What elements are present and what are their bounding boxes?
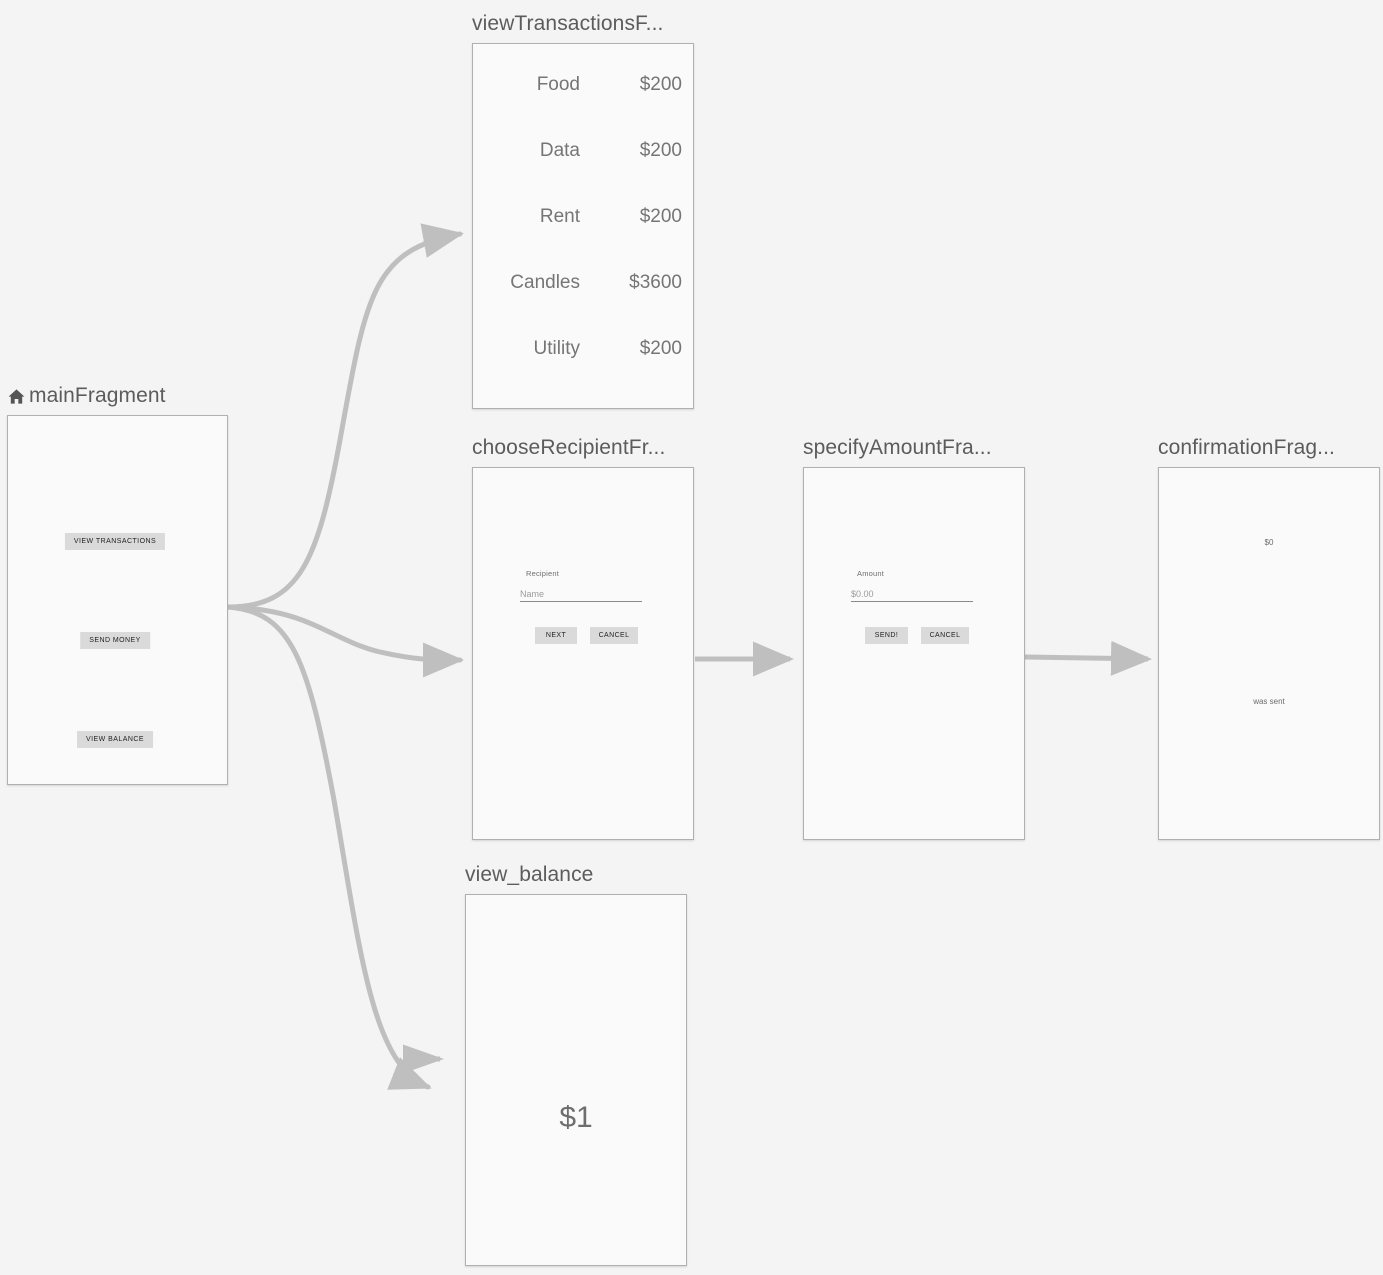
- transaction-amount: $200: [639, 338, 682, 359]
- transaction-name: Utility: [533, 338, 580, 359]
- confirmation-message: was sent: [1253, 697, 1285, 706]
- transaction-list: Food $200 Data $200 Rent $200 Candles $3…: [473, 74, 693, 404]
- next-button[interactable]: NEXT: [535, 627, 577, 644]
- node-label-confirmation-fragment: confirmationFrag...: [1158, 436, 1335, 459]
- device-frame-choose-recipient[interactable]: Recipient Name NEXT CANCEL: [472, 467, 694, 840]
- device-frame-specify-amount[interactable]: Amount $0.00 SEND! CANCEL: [803, 467, 1025, 840]
- transaction-amount: $200: [639, 140, 682, 161]
- transaction-row: Food $200: [473, 74, 693, 140]
- send-money-button[interactable]: SEND MONEY: [80, 632, 150, 649]
- node-label-view-balance-fragment: view_balance: [465, 863, 594, 886]
- connector-main-to-view-balance: [225, 604, 432, 1090]
- connector-specify-amount-to-confirmation: [1024, 640, 1152, 676]
- recipient-field-label: Recipient: [526, 569, 560, 578]
- transaction-amount: $200: [639, 206, 682, 227]
- transaction-name: Rent: [539, 206, 580, 227]
- device-frame-view-transactions[interactable]: Food $200 Data $200 Rent $200 Candles $3…: [472, 43, 694, 409]
- node-view-balance-fragment[interactable]: view_balance $1: [465, 864, 687, 1266]
- amount-input[interactable]: $0.00: [851, 589, 973, 602]
- view-transactions-button[interactable]: VIEW TRANSACTIONS: [64, 533, 166, 550]
- transaction-amount: $200: [639, 74, 682, 95]
- send-button[interactable]: SEND!: [865, 627, 908, 644]
- amount-field-label: Amount: [857, 569, 885, 578]
- node-label-specify-amount-fragment: specifyAmountFra...: [803, 436, 992, 459]
- node-specify-amount-fragment[interactable]: specifyAmountFra... Amount $0.00 SEND! C…: [803, 437, 1025, 840]
- connector-main-to-choose-recipient: [225, 604, 464, 678]
- balance-amount: $1: [559, 1101, 593, 1134]
- node-choose-recipient-fragment[interactable]: chooseRecipientFr... Recipient Name NEXT…: [472, 437, 694, 840]
- transaction-row: Candles $3600: [473, 272, 693, 338]
- transaction-name: Food: [536, 74, 580, 95]
- node-main-fragment[interactable]: mainFragment VIEW TRANSACTIONS SEND MONE…: [7, 385, 228, 785]
- transaction-row: Data $200: [473, 140, 693, 206]
- transaction-name: Data: [539, 140, 580, 161]
- device-frame-main-fragment[interactable]: VIEW TRANSACTIONS SEND MONEY VIEW BALANC…: [7, 415, 228, 785]
- home-icon: [7, 387, 26, 406]
- transaction-name: Candles: [510, 272, 580, 293]
- cancel-button[interactable]: CANCEL: [590, 627, 638, 644]
- transaction-amount: $3600: [629, 272, 682, 293]
- node-label-choose-recipient-fragment: chooseRecipientFr...: [472, 436, 666, 459]
- view-balance-button[interactable]: VIEW BALANCE: [77, 731, 153, 748]
- cancel-button[interactable]: CANCEL: [921, 627, 969, 644]
- node-view-transactions-fragment[interactable]: viewTransactionsF... Food $200 Data $200…: [472, 13, 694, 409]
- node-confirmation-fragment[interactable]: confirmationFrag... $0 was sent: [1158, 437, 1380, 840]
- node-label-main-fragment: mainFragment: [29, 384, 166, 407]
- transaction-row: Rent $200: [473, 206, 693, 272]
- device-frame-confirmation[interactable]: $0 was sent: [1158, 467, 1380, 840]
- node-label-view-transactions-fragment: viewTransactionsF...: [472, 12, 664, 35]
- device-frame-view-balance[interactable]: $1: [465, 894, 687, 1266]
- recipient-name-input[interactable]: Name: [520, 589, 642, 602]
- transaction-row: Utility $200: [473, 338, 693, 404]
- connector-main-to-view-transactions: [225, 223, 464, 610]
- confirmation-amount: $0: [1264, 538, 1274, 547]
